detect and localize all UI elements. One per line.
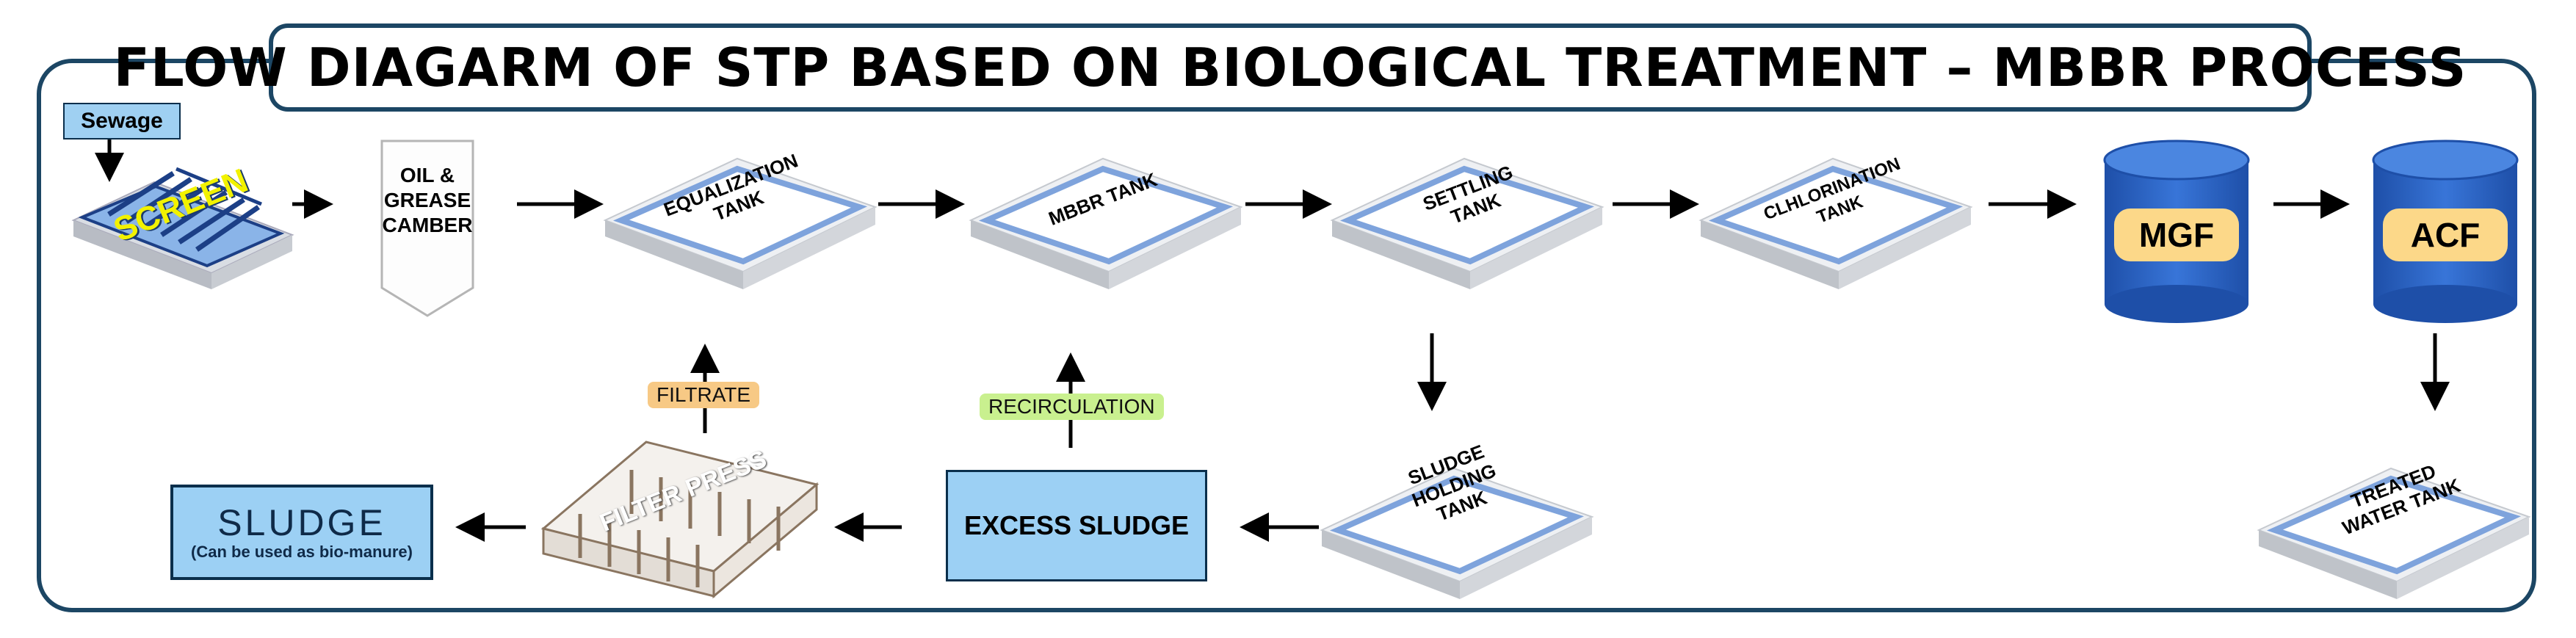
sludge-output-box: SLUDGE (Can be used as bio-manure) (170, 485, 433, 580)
sewage-input-box: Sewage (63, 103, 181, 139)
mgf-label: MGF (2114, 209, 2239, 261)
sludge-label: SLUDGE (217, 502, 386, 543)
treated-water-tank-shape (2257, 467, 2531, 599)
screen-unit (71, 167, 294, 289)
excess-sludge-box: EXCESS SLUDGE (946, 470, 1207, 581)
mgf-cylinder-shape (2103, 139, 2250, 323)
filter-press-shape (540, 441, 820, 599)
oil-grease-chamber (380, 139, 474, 317)
sludge-note: (Can be used as bio-manure) (191, 543, 413, 561)
chlorination-tank-shape (1698, 157, 1973, 289)
diagram-title: FLOW DIAGARM OF STP BASED ON BIOLOGICAL … (113, 37, 2467, 98)
filtrate-tag: FILTRATE (648, 382, 760, 408)
title-box: FLOW DIAGARM OF STP BASED ON BIOLOGICAL … (114, 23, 2466, 112)
mbbr-tank-shape (969, 157, 1243, 289)
recirculation-tag: RECIRCULATION (980, 394, 1164, 420)
equalization-tank-shape (603, 157, 878, 289)
sludge-holding-tank-shape (1320, 467, 1594, 599)
settling-tank-shape (1330, 157, 1604, 289)
acf-label: ACF (2383, 209, 2508, 261)
